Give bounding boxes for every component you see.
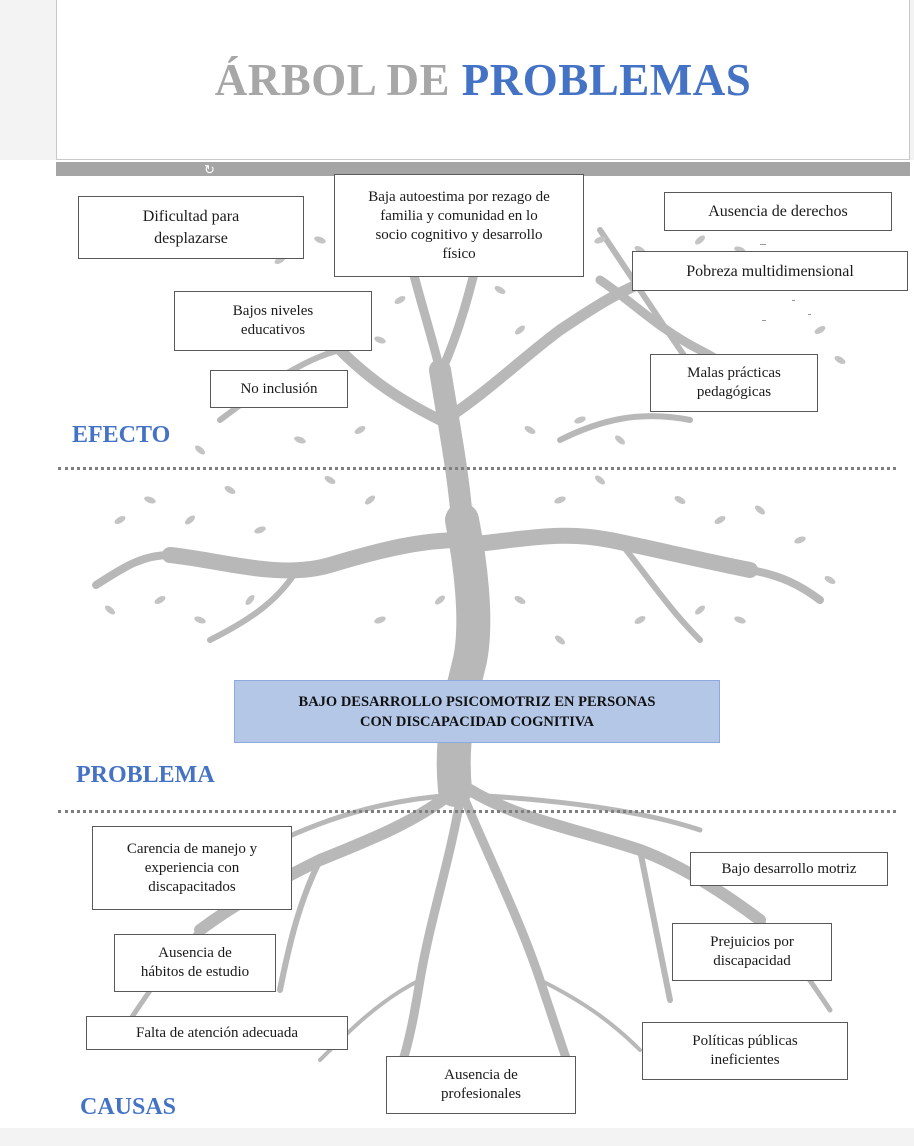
effect-dificultad-box: Dificultad para desplazarse (78, 196, 304, 259)
section-label-problem: PROBLEMA (76, 762, 215, 788)
cause-motriz-box: Bajo desarrollo motriz (690, 852, 888, 886)
mark-2 (792, 300, 795, 301)
cause-prejuicios-line2: discapacidad (713, 953, 791, 969)
title-underline-bar (56, 162, 910, 176)
root-upper-right (467, 792, 703, 833)
rotate-handle-icon[interactable]: ↻ (204, 162, 215, 177)
effect-dificultad-line2: desplazarse (154, 229, 228, 247)
cause-politicas-line1: Políticas públicas (692, 1033, 798, 1049)
effect-separator-line (58, 467, 896, 470)
page-title: ÁRBOL DE PROBLEMAS (215, 54, 752, 106)
cause-carencia-line2: experiencia con (144, 859, 240, 876)
cause-atencion-label: Falta de atención adecuada (136, 1024, 298, 1041)
effect-educativos-box: Bajos niveles educativos (174, 291, 372, 351)
cause-carencia-box: Carencia de manejo y experiencia con dis… (92, 826, 292, 910)
branch-left-tip (92, 551, 174, 589)
branch-left-droop (207, 562, 303, 643)
effect-practicas-line2: pedagógicas (696, 384, 772, 400)
cause-prejuicios-line1: Prejuicios por (710, 934, 794, 950)
effect-educativos-line1: Bajos niveles (232, 303, 314, 319)
title-gray-part: ÁRBOL DE (214, 54, 462, 105)
branch-right-main (458, 527, 758, 578)
branch-right-droop (617, 539, 703, 643)
effect-autoestima-line3: socio cognitivo y desarrollo (375, 226, 543, 243)
cause-politicas-box: Políticas públicas ineficientes (642, 1022, 848, 1080)
effect-dificultad-line1: Dificultad para (142, 207, 240, 225)
branch-left-main (162, 532, 470, 579)
effect-inclusion-box: No inclusión (210, 370, 348, 408)
cause-carencia-line3: discapacitados (148, 878, 236, 895)
cause-habitos-line1: Ausencia de (158, 945, 232, 961)
cause-profesionales-line1: Ausencia de (444, 1067, 518, 1083)
effect-autoestima-line1: Baja autoestima por rezago de (368, 188, 550, 205)
title-blue-part: PROBLEMAS (461, 54, 752, 105)
cause-atencion-box: Falta de atención adecuada (86, 1016, 348, 1050)
central-problem-line2: CON DISCAPACIDAD COGNITIVA (360, 713, 594, 730)
cause-politicas-line2: ineficientes (710, 1052, 780, 1068)
effect-autoestima-line2: familia y comunidad en lo (380, 207, 538, 224)
cause-motriz-label: Bajo desarrollo motriz (721, 860, 857, 877)
cause-profesionales-line2: profesionales (441, 1086, 521, 1102)
root-right-drop (637, 847, 673, 1003)
effect-derechos-box: Ausencia de derechos (664, 192, 892, 231)
effect-pobreza-box: Pobreza multidimensional (632, 251, 908, 291)
mark-3 (808, 314, 811, 315)
root-fine-left (318, 978, 422, 1062)
left-margin-strip (0, 0, 56, 160)
right-margin-strip (910, 0, 914, 160)
trunk-upper (429, 359, 473, 531)
trunk-lower (436, 503, 491, 807)
root-center-right (460, 795, 575, 1075)
root-left-drop (277, 857, 323, 993)
central-problem-line1: BAJO DESARROLLO PSICOMOTRIZ EN PERSONAS (298, 693, 656, 710)
cause-carencia-line1: Carencia de manejo y (126, 840, 258, 857)
section-label-causes: CAUSAS (80, 1094, 177, 1120)
branch-right-mid (557, 413, 693, 443)
effect-pobreza-label: Pobreza multidimensional (686, 262, 854, 280)
effect-practicas-line1: Malas prácticas (687, 365, 781, 381)
branch-upper-right (439, 274, 656, 426)
effect-autoestima-box: Baja autoestima por rezago de familia y … (334, 174, 584, 277)
effect-derechos-label: Ausencia de derechos (708, 203, 848, 220)
mark-4 (762, 320, 766, 321)
bottom-margin-strip (0, 1128, 914, 1146)
cause-prejuicios-box: Prejuicios por discapacidad (672, 923, 832, 981)
effect-autoestima-line4: físico (442, 245, 476, 262)
problem-separator-line (58, 810, 896, 813)
cause-profesionales-box: Ausencia de profesionales (386, 1056, 576, 1114)
root-fine-right (538, 978, 642, 1052)
effect-educativos-line2: educativos (240, 322, 306, 338)
root-center-left (395, 795, 465, 1075)
central-problem-box: BAJO DESARROLLO PSICOMOTRIZ EN PERSONAS … (234, 680, 720, 743)
cause-habitos-line2: hábitos de estudio (140, 964, 250, 980)
cause-habitos-box: Ausencia de hábitos de estudio (114, 934, 276, 992)
title-box: ÁRBOL DE PROBLEMAS (56, 0, 910, 160)
branch-right-tip (746, 566, 824, 604)
effect-practicas-box: Malas prácticas pedagógicas (650, 354, 818, 412)
section-label-effect: EFECTO (72, 422, 171, 448)
mark-1 (760, 244, 766, 245)
effect-inclusion-label: No inclusión (240, 380, 318, 397)
